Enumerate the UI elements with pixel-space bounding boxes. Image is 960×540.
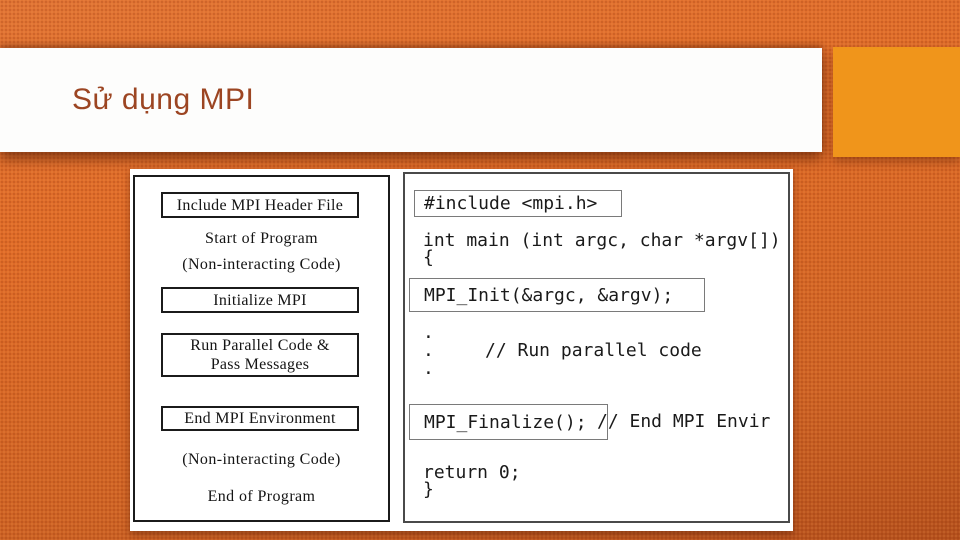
flow-box-include-label: Include MPI Header File <box>176 196 344 214</box>
flow-box-initialize-label: Initialize MPI <box>213 291 307 309</box>
code-finalize-call: MPI_Finalize(); <box>424 411 587 433</box>
flow-box-include: Include MPI Header File <box>161 192 359 218</box>
flow-text-end-of-program: End of Program <box>207 488 316 505</box>
flow-box-end-mpi-label: End MPI Environment <box>184 410 336 427</box>
flow-box-run-parallel-line2: Pass Messages <box>210 356 310 373</box>
flow-text-start-of-program: Start of Program <box>204 230 319 247</box>
flow-box-end-mpi: End MPI Environment <box>161 406 359 431</box>
flow-box-run-parallel: Run Parallel Code & Pass Messages <box>161 333 359 377</box>
code-include: #include <mpi.h> <box>424 193 598 214</box>
code-end-comment: // End MPI Envir <box>597 411 771 432</box>
code-box-include: #include <mpi.h> <box>414 190 622 217</box>
code-dot-3: . <box>423 358 434 379</box>
code-init-call: MPI_Init(&argc, &argv); <box>424 284 674 306</box>
flow-text-non-interacting-1: (Non-interacting Code) <box>182 256 341 273</box>
code-dot-2: . <box>423 340 434 361</box>
code-return-statement: return 0; <box>423 462 521 483</box>
code-dot-1: . <box>423 322 434 343</box>
code-box-finalize: MPI_Finalize(); <box>409 404 608 440</box>
flow-box-run-parallel-line1: Run Parallel Code & <box>190 337 330 354</box>
slide-title: Sử dụng MPI <box>72 83 255 116</box>
code-close-brace: } <box>423 479 434 500</box>
flow-panel: Include MPI Header File Start of Program… <box>133 175 390 522</box>
code-open-brace: { <box>423 247 434 268</box>
code-main-signature: int main (int argc, char *argv[]) <box>423 230 781 251</box>
code-run-comment: // Run parallel code <box>485 340 702 361</box>
mpi-structure-figure: Include MPI Header File Start of Program… <box>130 169 793 531</box>
code-panel: #include <mpi.h> int main (int argc, cha… <box>403 172 790 523</box>
flow-box-initialize: Initialize MPI <box>161 287 359 313</box>
title-bar: Sử dụng MPI <box>0 48 822 152</box>
accent-square <box>833 47 960 157</box>
flow-text-non-interacting-2: (Non-interacting Code) <box>182 451 341 468</box>
code-box-init: MPI_Init(&argc, &argv); <box>409 278 705 312</box>
